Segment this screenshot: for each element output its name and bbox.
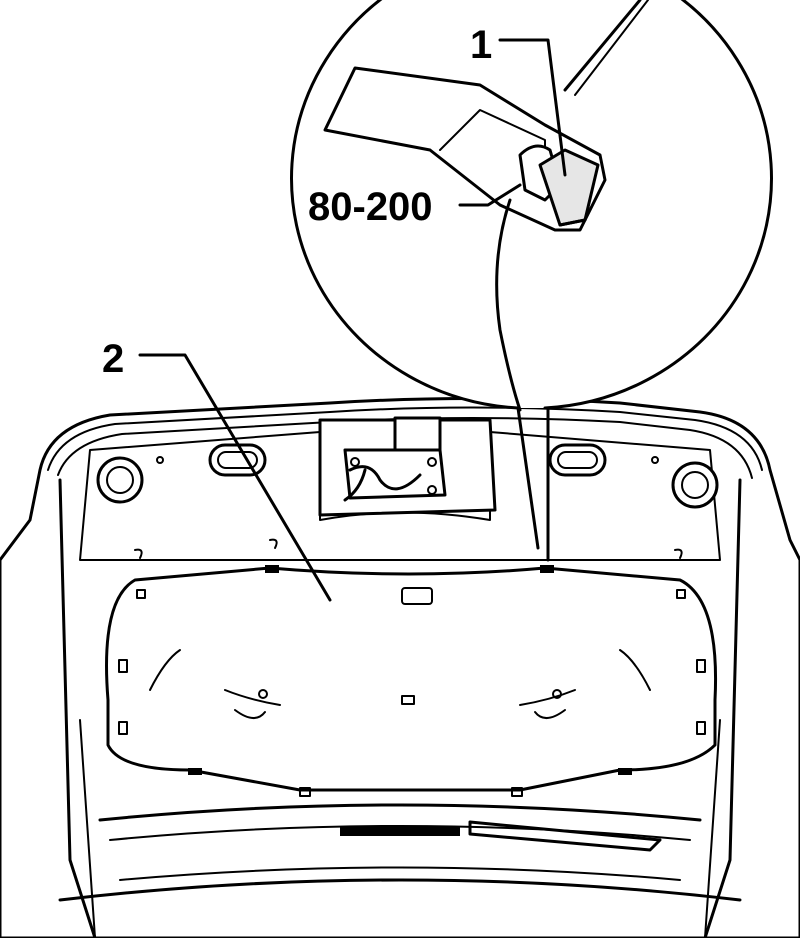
leader-part-2 <box>138 353 332 602</box>
trunk-latch <box>318 416 497 517</box>
callout-part-1: 1 <box>470 23 492 67</box>
leader-part-1 <box>498 38 567 177</box>
detail-magnifier <box>290 0 773 562</box>
trim-panel <box>105 538 718 797</box>
callout-tool: 80-200 <box>308 185 433 229</box>
callout-part-2: 2 <box>102 337 124 381</box>
lid-inner-frame <box>79 431 721 561</box>
leader-tool <box>458 183 522 207</box>
